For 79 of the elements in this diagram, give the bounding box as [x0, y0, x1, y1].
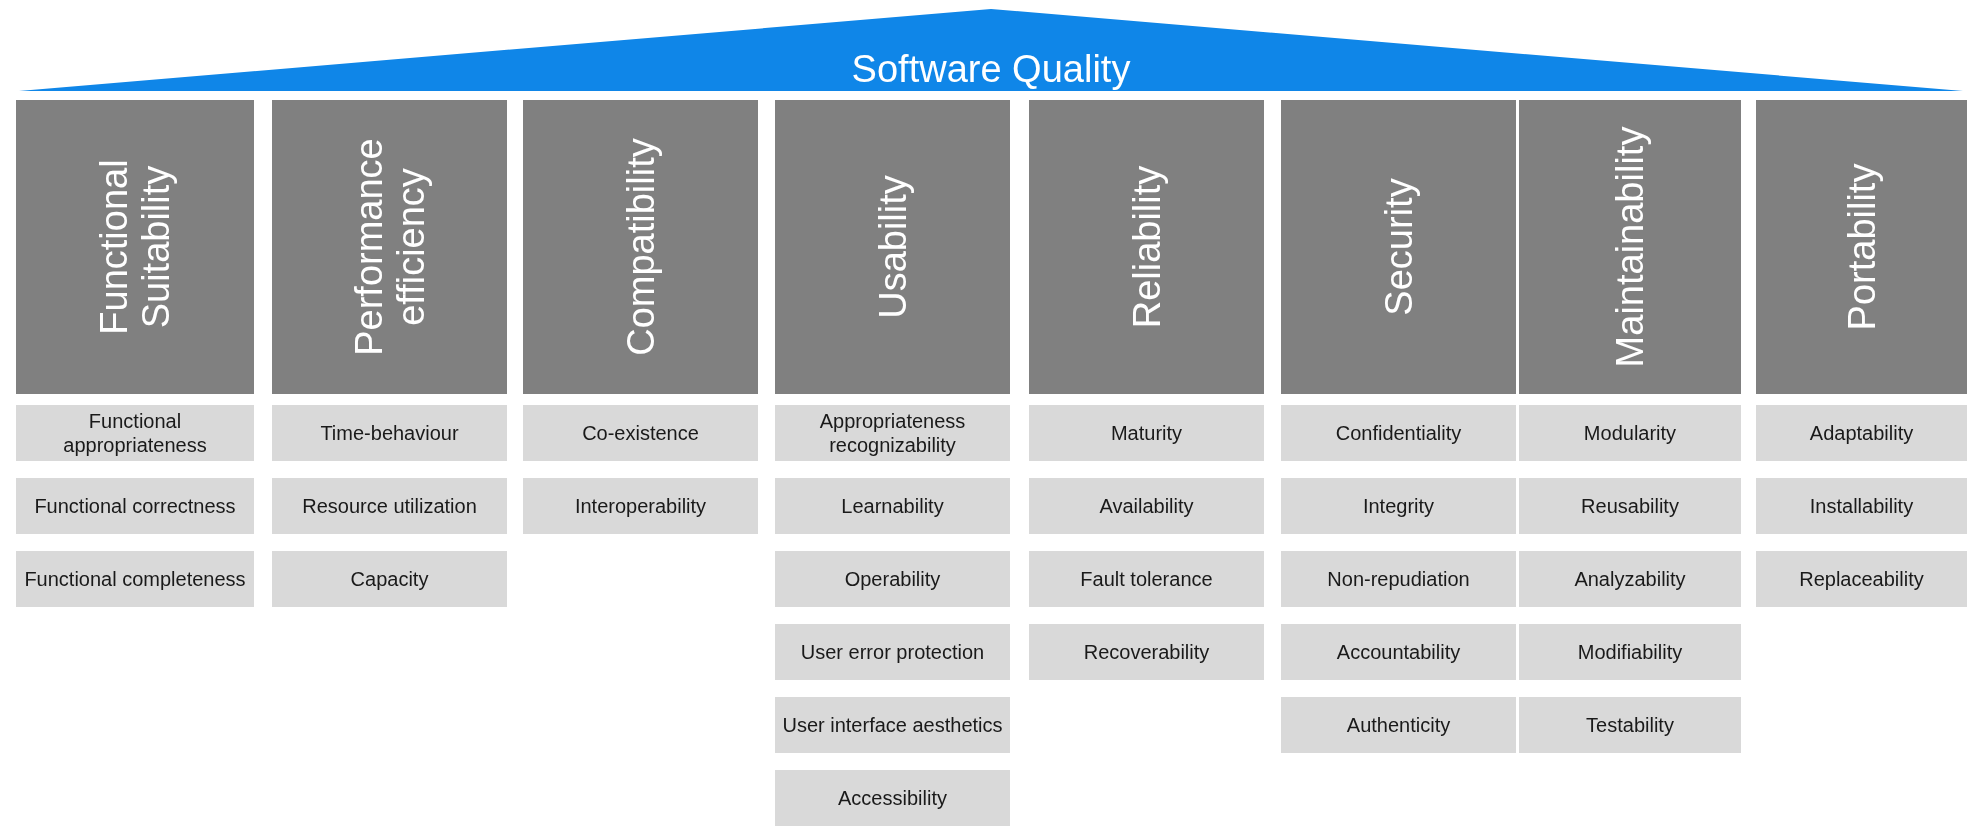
sub-characteristic-label: User interface aesthetics	[782, 713, 1003, 737]
sub-characteristic-box	[523, 405, 758, 461]
characteristic-header	[16, 100, 254, 394]
sub-characteristic-label: Installability	[1809, 494, 1914, 518]
sub-characteristic-label: Modularity	[1583, 421, 1677, 445]
sub-characteristic-box	[1281, 624, 1516, 680]
characteristic-header	[1029, 100, 1264, 394]
characteristic-header	[523, 100, 758, 394]
sub-characteristic-box	[1029, 624, 1264, 680]
sub-characteristic-label: Modifiability	[1577, 640, 1683, 664]
sub-characteristic-label: Capacity	[350, 567, 429, 591]
sub-characteristic-box	[1029, 405, 1264, 461]
sub-characteristic-label: Authenticity	[1346, 713, 1451, 737]
sub-characteristic-label: Integrity	[1362, 494, 1435, 518]
sub-characteristic-label: Co-existence	[582, 421, 699, 445]
sub-characteristic-label: Appropriateness recognizability	[818, 409, 967, 457]
sub-characteristic-box	[523, 478, 758, 534]
sub-characteristic-box	[1756, 405, 1967, 461]
sub-characteristic-label: Replaceability	[1799, 567, 1924, 591]
sub-characteristic-label: Recoverability	[1083, 640, 1210, 664]
characteristic-title: Usability	[871, 174, 914, 321]
sub-characteristic-box	[1281, 551, 1516, 607]
sub-characteristic-label: Accountability	[1336, 640, 1461, 664]
sub-characteristic-box	[272, 405, 507, 461]
characteristic-title: Security	[1377, 177, 1420, 318]
sub-characteristic-label: Accessibility	[838, 786, 947, 810]
sub-characteristic-box	[775, 770, 1010, 826]
characteristic-header	[272, 100, 507, 394]
characteristic-title: Performance efficiency	[347, 137, 432, 358]
sub-characteristic-box	[1029, 551, 1264, 607]
sub-characteristic-box	[775, 624, 1010, 680]
sub-characteristic-label: Maturity	[1110, 421, 1183, 445]
sub-characteristic-label: Testability	[1586, 713, 1674, 737]
sub-characteristic-box	[1281, 405, 1516, 461]
sub-characteristic-label: Non-repudiation	[1327, 567, 1470, 591]
sub-characteristic-label: User error protection	[800, 640, 985, 664]
sub-characteristic-box	[16, 478, 254, 534]
characteristic-title: Functional Suitability	[93, 158, 177, 337]
characteristic-header	[1519, 100, 1741, 394]
sub-characteristic-box	[1756, 551, 1967, 607]
sub-characteristic-box	[272, 551, 507, 607]
sub-characteristic-box	[1756, 478, 1967, 534]
sub-characteristic-label: Time-behaviour	[320, 421, 459, 445]
sub-characteristic-box	[1281, 478, 1516, 534]
sub-characteristic-box	[1029, 478, 1264, 534]
sub-characteristic-label: Functional completeness	[24, 567, 246, 591]
characteristic-title: Portability	[1840, 162, 1883, 333]
sub-characteristic-label: Adaptability	[1809, 421, 1914, 445]
sub-characteristic-box	[775, 551, 1010, 607]
sub-characteristic-box	[1519, 478, 1741, 534]
sub-characteristic-box	[1519, 697, 1741, 753]
sub-characteristic-box	[1519, 551, 1741, 607]
sub-characteristic-label: Learnability	[841, 494, 944, 518]
sub-characteristic-box	[272, 478, 507, 534]
sub-characteristic-label: Confidentiality	[1335, 421, 1462, 445]
sub-characteristic-box	[1519, 405, 1741, 461]
characteristic-title: Maintainability	[1609, 125, 1651, 370]
sub-characteristic-box	[775, 478, 1010, 534]
roof-title: Software Quality	[851, 48, 1131, 90]
sub-characteristic-label: Resource utilization	[302, 494, 477, 518]
sub-characteristic-label: Interoperability	[574, 494, 707, 518]
characteristic-header	[1281, 100, 1516, 394]
characteristic-title: Compatibility	[619, 137, 662, 358]
sub-characteristic-label: Analyzability	[1574, 567, 1686, 591]
characteristic-title: Reliability	[1125, 164, 1168, 331]
sub-characteristic-box	[16, 405, 254, 461]
sub-characteristic-box	[16, 551, 254, 607]
sub-characteristic-label: Operability	[844, 567, 941, 591]
sub-characteristic-box	[775, 405, 1010, 461]
sub-characteristic-label: Fault tolerance	[1080, 567, 1213, 591]
sub-characteristic-label: Functional appropriateness	[62, 409, 208, 457]
characteristic-header	[1756, 100, 1967, 394]
sub-characteristic-box	[775, 697, 1010, 753]
sub-characteristic-label: Availability	[1099, 494, 1194, 518]
sub-characteristic-label: Functional correctness	[34, 494, 236, 518]
sub-characteristic-label: Reusability	[1581, 494, 1679, 518]
sub-characteristic-box	[1519, 624, 1741, 680]
characteristic-header	[775, 100, 1010, 394]
sub-characteristic-box	[1281, 697, 1516, 753]
